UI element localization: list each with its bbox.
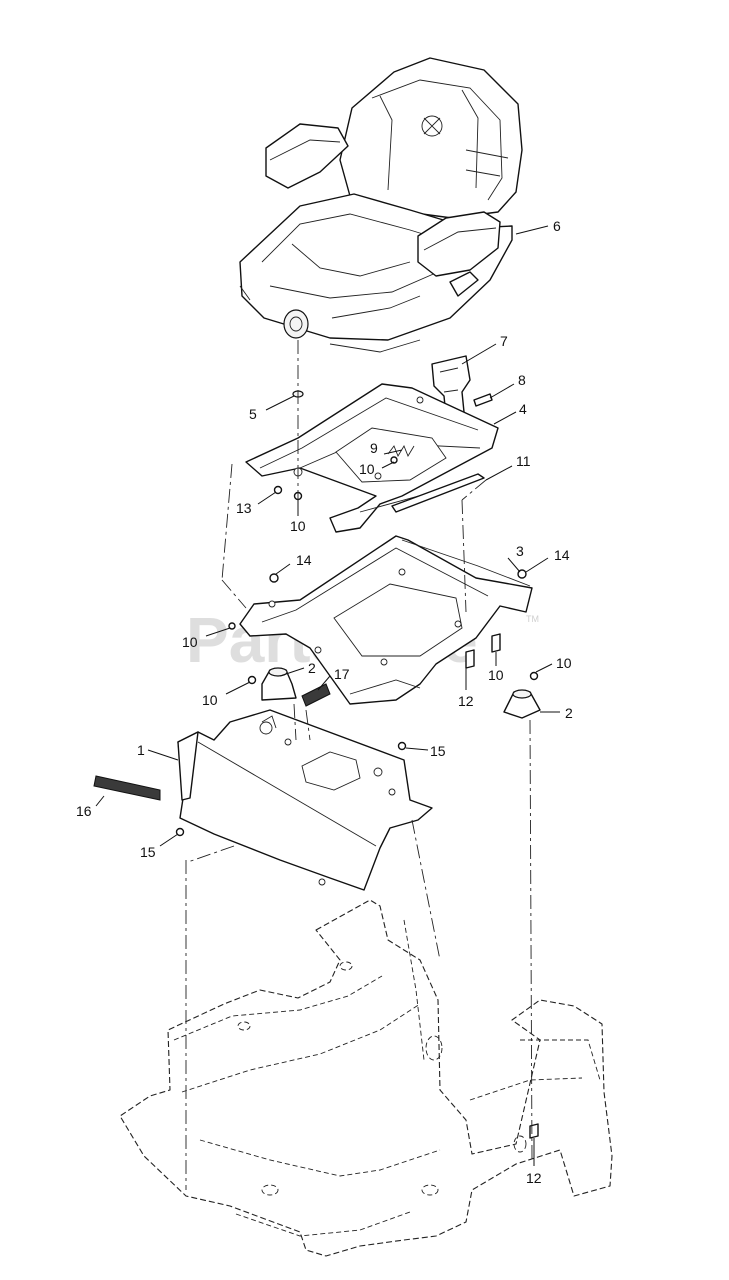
console-plate-part-1[interactable] bbox=[177, 709, 433, 891]
spring-part-9[interactable] bbox=[387, 444, 415, 458]
callout-10-c: 10 bbox=[182, 634, 198, 650]
nut-part-14-left[interactable] bbox=[269, 573, 279, 583]
callout-6: 6 bbox=[553, 218, 561, 234]
callout-12-upper: 12 bbox=[458, 693, 474, 709]
seat-slide-plate-part-4[interactable] bbox=[245, 383, 499, 533]
callout-10-f: 10 bbox=[556, 655, 572, 671]
seat-assembly[interactable] bbox=[239, 57, 523, 353]
callout-2-right: 2 bbox=[565, 705, 573, 721]
watermark-trademark: TM bbox=[526, 614, 539, 624]
callout-11: 11 bbox=[516, 453, 531, 469]
callout-10-d: 10 bbox=[488, 667, 504, 683]
nut-part-10-f[interactable] bbox=[529, 671, 539, 681]
alignment-centerlines bbox=[185, 340, 533, 1190]
nut-part-10-e[interactable] bbox=[247, 675, 257, 685]
nut-part-13[interactable] bbox=[273, 485, 283, 495]
bolt-part-12-lower[interactable] bbox=[529, 1123, 539, 1139]
callout-5: 5 bbox=[249, 406, 257, 422]
callout-15-upper: 15 bbox=[430, 743, 446, 759]
isolator-mount-part-2-right[interactable] bbox=[503, 689, 541, 719]
callout-16: 16 bbox=[76, 803, 92, 819]
nut-part-10-upper[interactable] bbox=[390, 456, 398, 464]
callout-17: 17 bbox=[334, 666, 350, 682]
bolt-part-12-upper[interactable] bbox=[465, 649, 475, 669]
callout-9: 9 bbox=[370, 440, 378, 456]
callout-13: 13 bbox=[236, 500, 252, 516]
seat-support-plate-part-3[interactable] bbox=[239, 535, 533, 705]
decal-part-16[interactable]: LASER Z bbox=[93, 775, 161, 804]
callout-1: 1 bbox=[137, 742, 145, 758]
callout-2-left: 2 bbox=[308, 660, 316, 676]
callout-15-lower: 15 bbox=[140, 844, 156, 860]
bolt-part-8[interactable] bbox=[473, 393, 493, 407]
mower-frame bbox=[119, 899, 613, 1257]
screw-part-15-upper[interactable] bbox=[397, 741, 407, 751]
bolt-part-10-d[interactable] bbox=[491, 633, 501, 653]
isolator-mount-part-2-left[interactable] bbox=[261, 667, 297, 701]
screw-part-15-lower[interactable] bbox=[175, 827, 185, 837]
callout-4: 4 bbox=[519, 401, 527, 417]
callout-7: 7 bbox=[500, 333, 508, 349]
callout-10-lower: 10 bbox=[290, 518, 306, 534]
callout-8: 8 bbox=[518, 372, 526, 388]
rod-part-11[interactable] bbox=[391, 473, 485, 513]
decal-part-17[interactable] bbox=[301, 683, 331, 707]
leader-lines bbox=[95, 225, 560, 1166]
callout-14-right: 14 bbox=[554, 547, 570, 563]
callout-3: 3 bbox=[516, 543, 524, 559]
callout-labels: 6 7 8 4 5 9 10 11 13 10 14 3 14 10 10 2 … bbox=[76, 218, 573, 1186]
nut-part-10-c[interactable] bbox=[228, 622, 236, 630]
callout-10-upper: 10 bbox=[359, 461, 375, 477]
callout-10-e: 10 bbox=[202, 692, 218, 708]
callout-12-lower: 12 bbox=[526, 1170, 542, 1186]
callout-14-left: 14 bbox=[296, 552, 312, 568]
